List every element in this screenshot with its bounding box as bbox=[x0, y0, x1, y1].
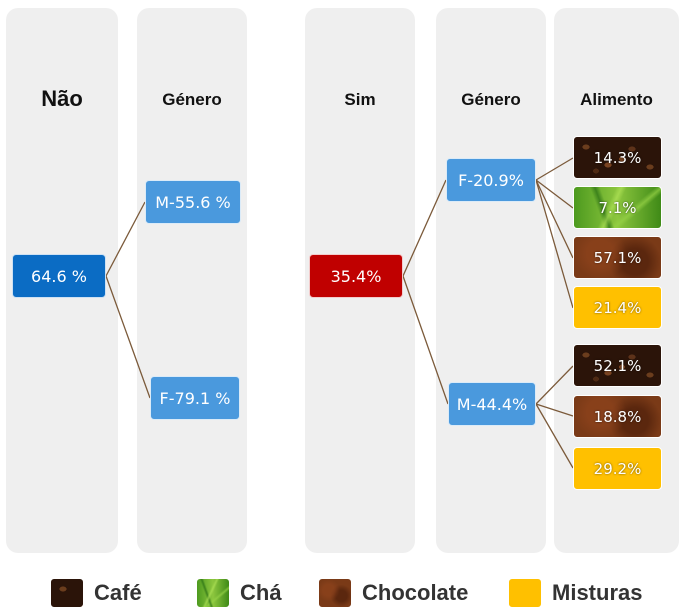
link-sim-m bbox=[402, 275, 449, 405]
coffee-beans-icon bbox=[50, 578, 84, 608]
node-nao-total: 64.6 % bbox=[12, 254, 106, 298]
link-nao-m bbox=[105, 201, 146, 277]
column-title-nao: Não bbox=[41, 86, 83, 111]
chocolate-icon bbox=[318, 578, 352, 608]
node-nao-f: F-79.1 % bbox=[150, 376, 240, 420]
misturas-swatch-icon bbox=[508, 578, 542, 608]
tea-leaves-icon bbox=[196, 578, 230, 608]
column-genero-right: Género bbox=[436, 8, 546, 553]
link-f-mist bbox=[535, 179, 574, 309]
legend-misturas: Misturas bbox=[508, 578, 642, 608]
column-title-alimento: Alimento bbox=[580, 90, 653, 109]
link-f-cafe bbox=[535, 157, 574, 181]
legend-label-cafe: Café bbox=[94, 580, 142, 605]
node-sim-m: M-44.4% bbox=[448, 382, 536, 426]
column-title-genero-right: Género bbox=[461, 90, 521, 109]
node-sim-f: F-20.9% bbox=[446, 158, 536, 202]
food-f-cha: 7.1% bbox=[573, 186, 662, 229]
food-f-misturas: 21.4% bbox=[573, 286, 662, 329]
legend-chocolate: Chocolate bbox=[318, 578, 468, 608]
legend-label-cha: Chá bbox=[240, 580, 282, 605]
legend-label-misturas: Misturas bbox=[552, 580, 643, 605]
link-m-choc bbox=[535, 403, 574, 417]
legend-label-chocolate: Chocolate bbox=[362, 580, 469, 605]
link-m-cafe bbox=[535, 365, 574, 405]
legend-cha: Chá bbox=[196, 578, 282, 608]
link-f-choc bbox=[535, 179, 574, 259]
node-nao-m: M-55.6 % bbox=[145, 180, 241, 224]
column-genero-left: Género bbox=[137, 8, 247, 553]
link-m-mist bbox=[535, 403, 574, 469]
food-m-chocolate: 18.8% bbox=[573, 395, 662, 438]
column-title-genero-left: Género bbox=[162, 90, 222, 109]
column-title-sim: Sim bbox=[344, 90, 376, 109]
food-m-cafe: 52.1% bbox=[573, 344, 662, 387]
link-f-cha bbox=[535, 179, 574, 209]
link-nao-f bbox=[105, 275, 151, 399]
link-sim-f bbox=[402, 179, 447, 277]
food-m-misturas: 29.2% bbox=[573, 447, 662, 490]
legend-cafe: Café bbox=[50, 578, 142, 608]
food-f-chocolate: 57.1% bbox=[573, 236, 662, 279]
node-sim-total: 35.4% bbox=[309, 254, 403, 298]
food-f-cafe: 14.3% bbox=[573, 136, 662, 179]
